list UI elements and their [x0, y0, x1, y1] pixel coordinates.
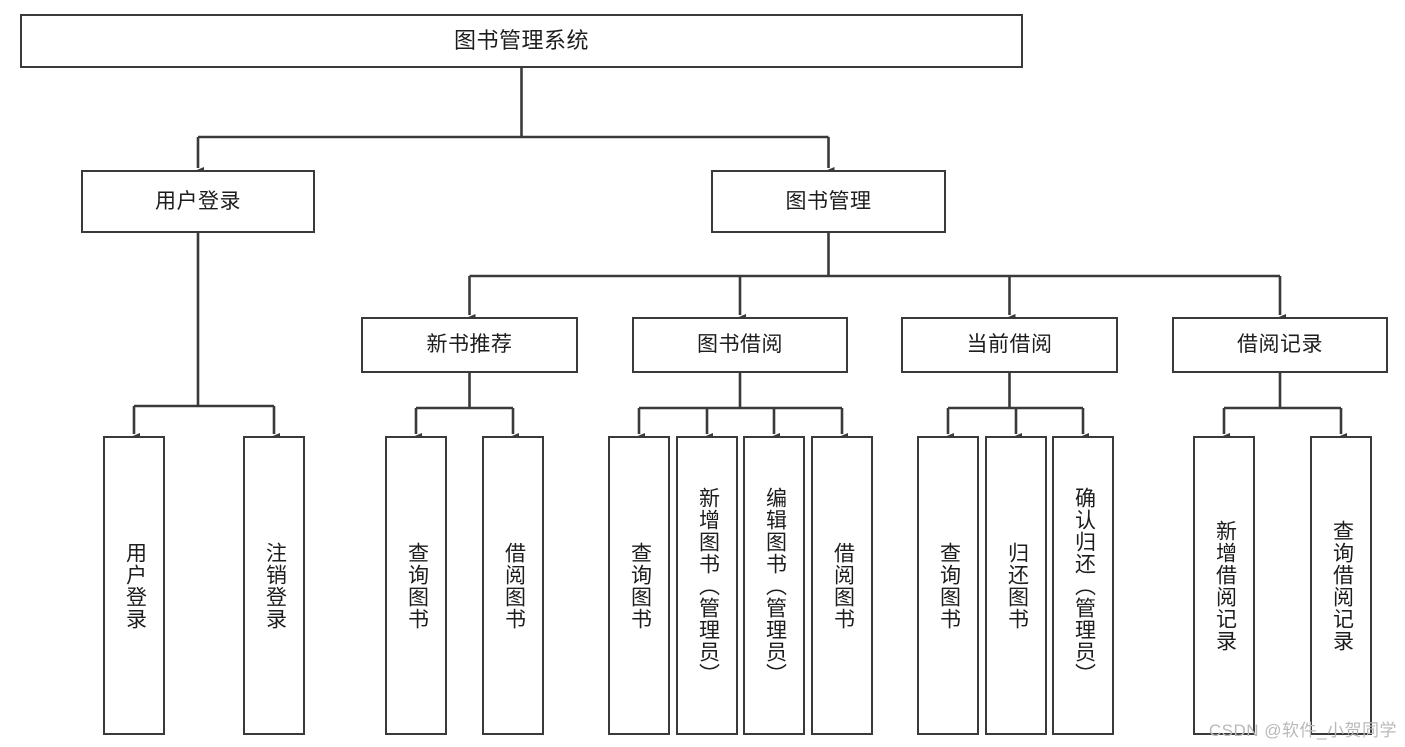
leaf-label: 借阅图书 [502, 541, 526, 630]
leaf-text-wrap: 查询图书 [919, 438, 977, 733]
leaf-label: 新增借阅记录 [1213, 519, 1237, 652]
node-label: 图书管理系统 [453, 27, 589, 53]
leaf-text-wrap: 查询图书 [610, 438, 668, 733]
node-root-node-图书管理系统[interactable]: 图书管理系统 [20, 14, 1023, 68]
leaf-label: 注销登录 [263, 541, 287, 630]
leaf-text-wrap: 用户登录 [105, 438, 163, 733]
leaf-text-wrap: 确认归还（管理员） [1054, 438, 1112, 733]
leaf-text-wrap: 借阅图书 [484, 438, 542, 733]
leaf-node-确认归还管理员-10[interactable]: 确认归还（管理员） [1052, 436, 1114, 735]
leaf-node-查询图书-2[interactable]: 查询图书 [385, 436, 447, 735]
leaf-text-wrap: 注销登录 [245, 438, 303, 733]
leaf-node-新增图书管理员-5[interactable]: 新增图书（管理员） [676, 436, 738, 735]
leaf-text-wrap: 新增图书（管理员） [678, 438, 736, 733]
leaf-label: 确认归还（管理员） [1072, 486, 1096, 685]
leaf-node-注销登录-1[interactable]: 注销登录 [243, 436, 305, 735]
leaf-text-wrap: 新增借阅记录 [1195, 438, 1253, 733]
leaf-node-查询借阅记录-12[interactable]: 查询借阅记录 [1310, 436, 1372, 735]
node-l1-node-用户登录[interactable]: 用户登录 [81, 170, 315, 233]
leaf-label: 查询图书 [405, 541, 429, 630]
leaf-text-wrap: 归还图书 [987, 438, 1045, 733]
leaf-node-用户登录-0[interactable]: 用户登录 [103, 436, 165, 735]
node-label: 新书推荐 [426, 333, 513, 357]
node-label: 图书借阅 [697, 333, 783, 357]
leaf-label: 查询图书 [937, 541, 961, 630]
node-label: 图书管理 [785, 189, 872, 213]
leaf-text-wrap: 查询借阅记录 [1312, 438, 1370, 733]
leaf-label: 用户登录 [123, 541, 147, 630]
node-label: 借阅记录 [1237, 333, 1323, 357]
leaf-text-wrap: 借阅图书 [813, 438, 871, 733]
leaf-label: 归还图书 [1005, 541, 1029, 630]
leaf-node-归还图书-9[interactable]: 归还图书 [985, 436, 1047, 735]
node-l2-node-当前借阅[interactable]: 当前借阅 [901, 317, 1118, 373]
leaf-text-wrap: 查询图书 [387, 438, 445, 733]
leaf-node-查询图书-4[interactable]: 查询图书 [608, 436, 670, 735]
leaf-label: 借阅图书 [831, 541, 855, 630]
node-label: 用户登录 [155, 189, 241, 213]
node-l2-node-借阅记录[interactable]: 借阅记录 [1172, 317, 1388, 373]
node-l2-node-新书推荐[interactable]: 新书推荐 [361, 317, 578, 373]
leaf-node-借阅图书-7[interactable]: 借阅图书 [811, 436, 873, 735]
leaf-label: 查询借阅记录 [1330, 519, 1354, 652]
leaf-node-新增借阅记录-11[interactable]: 新增借阅记录 [1193, 436, 1255, 735]
leaf-label: 查询图书 [628, 541, 652, 630]
leaf-label: 新增图书（管理员） [696, 486, 720, 685]
leaf-text-wrap: 编辑图书（管理员） [745, 438, 803, 733]
node-label: 当前借阅 [966, 333, 1053, 357]
leaf-node-查询图书-8[interactable]: 查询图书 [917, 436, 979, 735]
node-l2-node-图书借阅[interactable]: 图书借阅 [632, 317, 848, 373]
leaf-node-借阅图书-3[interactable]: 借阅图书 [482, 436, 544, 735]
leaf-node-编辑图书管理员-6[interactable]: 编辑图书（管理员） [743, 436, 805, 735]
leaf-label: 编辑图书（管理员） [763, 486, 787, 685]
node-l1-node-图书管理[interactable]: 图书管理 [711, 170, 946, 233]
